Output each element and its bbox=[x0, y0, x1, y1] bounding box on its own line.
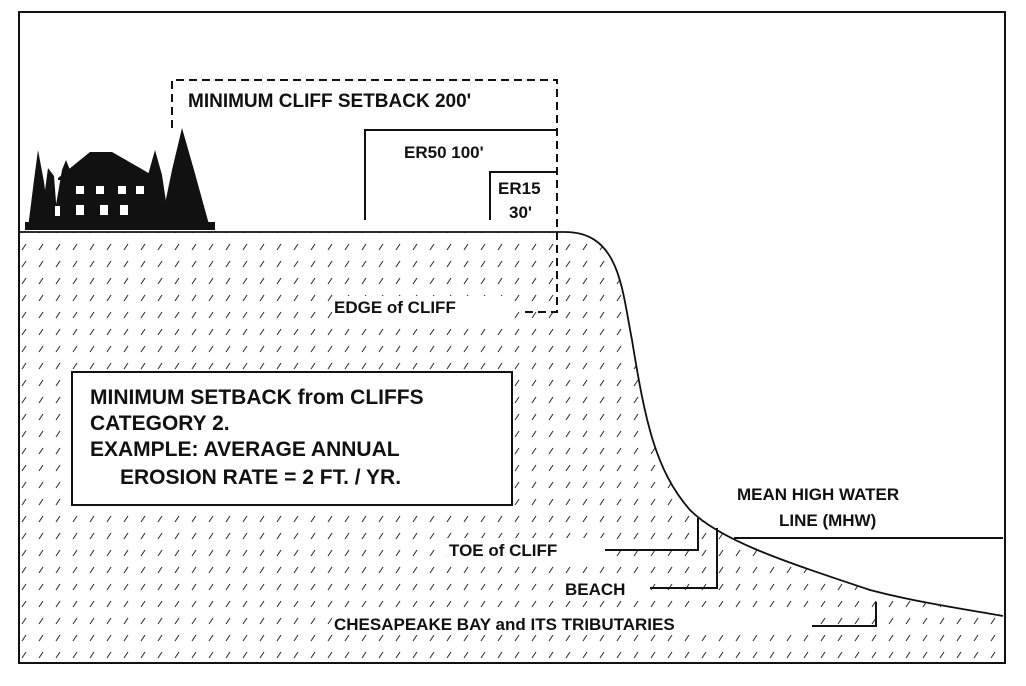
toe-of-cliff-label: TOE of CLIFF bbox=[449, 541, 557, 560]
info-box-line-1: MINIMUM SETBACK from CLIFFS bbox=[90, 386, 424, 409]
bay-label: CHESAPEAKE BAY and ITS TRIBUTARIES bbox=[334, 615, 675, 634]
edge-of-cliff-label: EDGE of CLIFF bbox=[334, 298, 456, 317]
er50-label: ER50 100' bbox=[404, 143, 484, 162]
info-box-line-4: EROSION RATE = 2 FT. / YR. bbox=[120, 466, 401, 489]
mhw-label-line-2: LINE (MHW) bbox=[779, 511, 876, 530]
cliff-setback-label: MINIMUM CLIFF SETBACK 200' bbox=[188, 91, 471, 112]
mhw-label-line-1: MEAN HIGH WATER bbox=[737, 485, 899, 504]
er15-label-line-2: 30' bbox=[509, 203, 532, 222]
info-box-line-2: CATEGORY 2. bbox=[90, 412, 230, 435]
beach-label: BEACH bbox=[565, 580, 625, 599]
er15-label-line-1: ER15 bbox=[498, 179, 541, 198]
info-box-line-3: EXAMPLE: AVERAGE ANNUAL bbox=[90, 438, 400, 461]
